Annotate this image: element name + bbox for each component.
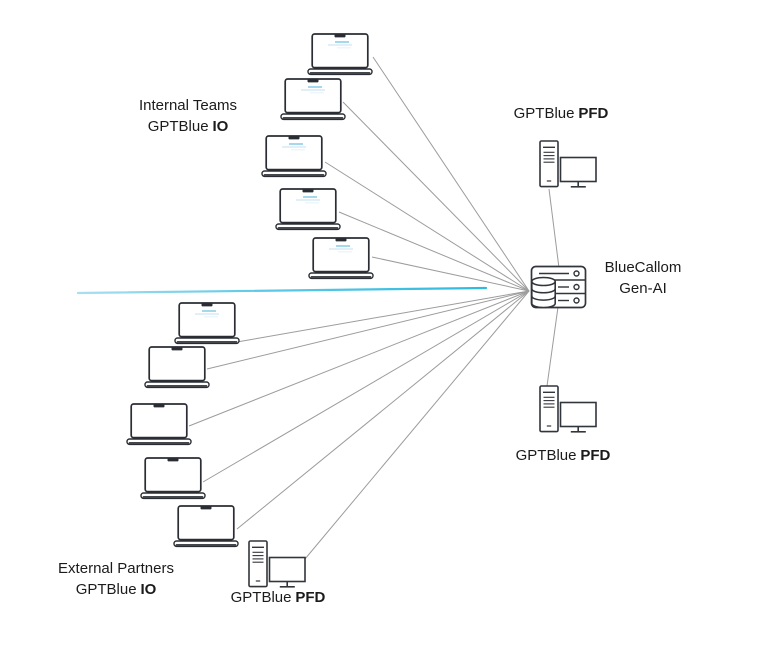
connection-line [188, 290, 530, 427]
laptop-icon [140, 457, 206, 500]
internal-teams-group [261, 33, 374, 280]
workstation-icon-right [539, 385, 597, 433]
connection-line [546, 306, 559, 387]
external-partners-group [126, 302, 240, 548]
connection-line [372, 56, 530, 292]
laptop-icon [275, 188, 341, 231]
server-icon [530, 265, 587, 309]
connection-line [324, 161, 530, 292]
connection-line [206, 290, 530, 370]
group-name: Internal Teams [138, 97, 238, 114]
server-label: BlueCallom Gen-AI [604, 259, 682, 297]
accent-line [76, 286, 488, 295]
laptop-icon [261, 135, 327, 178]
database-icon [530, 276, 556, 309]
connection-line [342, 101, 530, 292]
workstation-icon-bottom [248, 540, 306, 588]
laptop-icon [126, 403, 192, 446]
laptop-icon [308, 237, 374, 280]
laptop-icon [280, 78, 346, 121]
connection-lines [188, 56, 560, 560]
connection-line [236, 290, 530, 530]
group-name: External Partners [58, 560, 174, 577]
connection-line [236, 290, 530, 343]
workstation-icon-top [539, 140, 597, 188]
connection-line [338, 211, 530, 292]
connection-line [304, 290, 530, 560]
laptop-icon [174, 302, 240, 345]
laptop-icon [307, 33, 373, 76]
connection-line [202, 290, 530, 483]
laptop-icon [144, 346, 210, 389]
laptop-icon [173, 505, 239, 548]
connection-line [548, 188, 560, 269]
connection-line [371, 256, 530, 292]
